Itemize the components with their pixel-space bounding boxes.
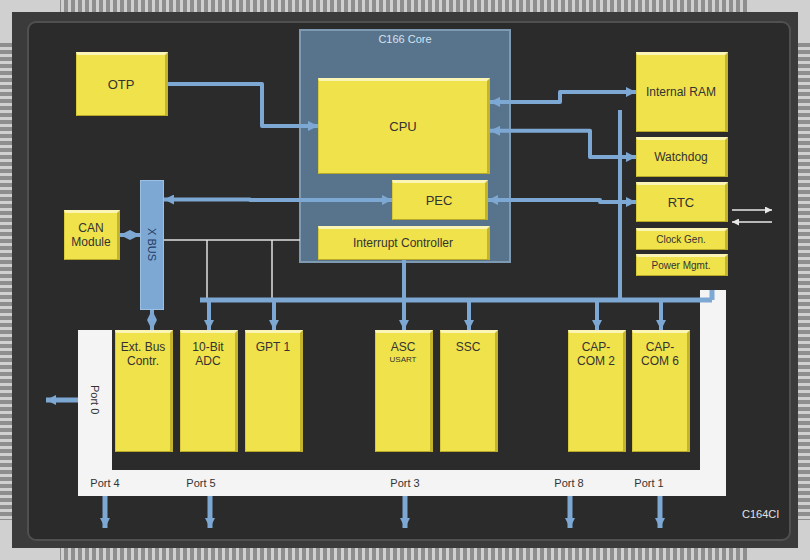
block-label: 10-Bit ADC bbox=[184, 341, 232, 369]
block-label: Port 0 bbox=[89, 385, 102, 414]
port-band: Port 4 bbox=[80, 472, 130, 494]
package-pins bbox=[0, 40, 12, 520]
core-region: C166 CoreCPU PEC Interrupt Controller bbox=[300, 30, 510, 262]
bus-line bbox=[710, 290, 715, 300]
interrupt-block: Interrupt Controller bbox=[318, 226, 490, 260]
port-arrow bbox=[208, 496, 213, 528]
port-band: Port 5 bbox=[132, 472, 270, 494]
port-band: Port 1 bbox=[600, 472, 698, 494]
block-label: CPU bbox=[389, 120, 416, 135]
thin-wire bbox=[163, 239, 300, 241]
peripheral-block: SSC bbox=[440, 330, 498, 452]
block-label: ASC bbox=[391, 341, 416, 355]
thin-wire bbox=[206, 240, 208, 300]
core-panel bbox=[300, 30, 510, 262]
bus-connector bbox=[490, 131, 636, 157]
die-area bbox=[28, 22, 790, 540]
block-label: PEC bbox=[426, 194, 453, 209]
block-label: Port 8 bbox=[554, 477, 583, 490]
bus-connector bbox=[164, 198, 392, 203]
block-label: Power Mgmt. bbox=[652, 260, 711, 272]
memory-block: Internal RAM bbox=[636, 52, 728, 132]
block-label: Port 5 bbox=[186, 477, 215, 490]
port-arrow bbox=[658, 496, 663, 528]
block-label: Port 3 bbox=[390, 477, 419, 490]
block-label: Port 4 bbox=[90, 477, 119, 490]
bus-connector bbox=[404, 260, 469, 330]
bus-connector bbox=[274, 260, 404, 330]
package-pins bbox=[60, 0, 750, 12]
block-label: Interrupt Controller bbox=[353, 237, 453, 251]
block-label: GPT 1 bbox=[256, 341, 290, 355]
block-label: CAP-COM 2 bbox=[572, 341, 620, 369]
bus-connector bbox=[168, 84, 318, 126]
rtc-block: RTC bbox=[636, 182, 728, 222]
can-block: CAN Module bbox=[64, 210, 120, 260]
chip-body bbox=[12, 12, 798, 548]
peripheral-block: Ext. Bus Contr. bbox=[115, 330, 173, 452]
block-label: RTC bbox=[668, 196, 694, 211]
port-band: Port 8 bbox=[540, 472, 598, 494]
package-pins bbox=[60, 548, 750, 560]
bus-band: X BUS bbox=[140, 180, 164, 310]
port-arrow bbox=[403, 496, 408, 528]
peripheral-block: CAP-COM 6 bbox=[632, 330, 690, 452]
watchdog-block: Watchdog bbox=[636, 137, 728, 177]
package-pins bbox=[798, 40, 810, 520]
pec-block: PEC bbox=[392, 180, 488, 220]
bus-connector bbox=[209, 260, 404, 330]
chip-name: C164CI bbox=[742, 508, 779, 520]
peripheral-block: 10-Bit ADC bbox=[180, 330, 238, 452]
block-sublabel: USART bbox=[390, 355, 417, 364]
port-band: Port 0 bbox=[78, 330, 112, 470]
block-label: Watchdog bbox=[654, 151, 708, 165]
bus-connector bbox=[404, 260, 661, 330]
port-arrow bbox=[46, 398, 78, 403]
block-label: Port 1 bbox=[634, 477, 663, 490]
block-label: Clock Gen. bbox=[656, 234, 705, 246]
block-label: CAP-COM 6 bbox=[636, 341, 684, 369]
block-label: Internal RAM bbox=[646, 86, 716, 100]
clock-pin-arrow bbox=[732, 209, 772, 211]
bus-connector bbox=[490, 92, 636, 102]
block-label: Ext. Bus Contr. bbox=[119, 341, 167, 369]
bus-line bbox=[618, 110, 622, 300]
port-arrow bbox=[103, 496, 108, 528]
block-label: X BUS bbox=[146, 228, 159, 261]
peripheral-block: CAP-COM 2 bbox=[568, 330, 626, 452]
block-label: SSC bbox=[456, 341, 481, 355]
clock-block: Clock Gen. bbox=[636, 228, 728, 250]
block-label: C166 Core bbox=[378, 33, 431, 46]
peripheral-block: GPT 1 bbox=[245, 330, 303, 452]
bus-connector bbox=[488, 200, 636, 202]
port-arrow bbox=[568, 496, 573, 528]
power-block: Power Mgmt. bbox=[636, 254, 728, 276]
port-band: Port 3 bbox=[272, 472, 538, 494]
block-label: CAN Module bbox=[68, 222, 114, 250]
memory-block: OTP bbox=[76, 52, 168, 116]
cpu-block: CPU bbox=[318, 78, 490, 174]
block-label: OTP bbox=[108, 78, 135, 93]
thin-wire bbox=[271, 240, 273, 300]
bus-connector bbox=[120, 233, 140, 237]
bus-connector bbox=[404, 260, 597, 330]
peripheral-block: ASCUSART bbox=[375, 330, 433, 452]
clock-pin-arrow bbox=[732, 221, 772, 223]
bus-connector bbox=[150, 310, 154, 330]
